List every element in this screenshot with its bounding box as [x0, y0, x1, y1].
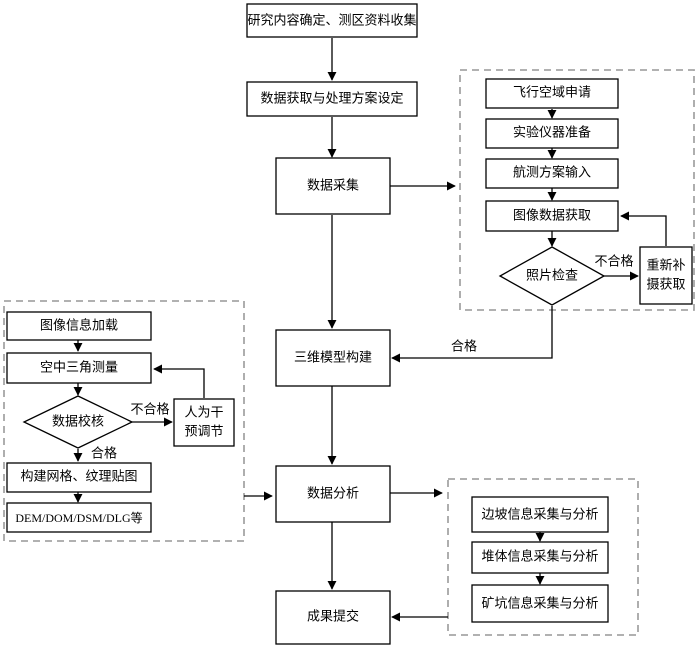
airspace-label: 飞行空域申请	[513, 86, 591, 101]
retake-label-line1: 重新补	[646, 258, 685, 274]
submit-box: 成果提交	[275, 590, 391, 645]
model-box: 三维模型构建	[275, 329, 391, 387]
pit-label: 矿坑信息采集与分析	[481, 596, 598, 612]
manual-label-line2: 预调节	[184, 425, 223, 440]
instrument-label: 实验仪器准备	[513, 125, 591, 141]
check-fail-label: 不合格	[594, 254, 633, 270]
retake-label-line2: 摄获取	[646, 278, 685, 293]
flightplan-label: 航测方案输入	[513, 165, 591, 181]
model-label: 三维模型构建	[294, 351, 372, 366]
airspace-box: 飞行空域申请	[485, 78, 619, 109]
research-box: 研究内容确定、测区资料收集	[246, 3, 418, 38]
pit-box: 矿坑信息采集与分析	[471, 584, 609, 623]
aero-box: 空中三角测量	[6, 352, 152, 384]
mesh-box: 构建网格、纹理贴图	[6, 462, 152, 493]
plan-box: 数据获取与处理方案设定	[246, 81, 418, 117]
analysis-label: 数据分析	[307, 487, 359, 502]
image-box: 图像数据获取	[485, 200, 619, 232]
research-label: 研究内容确定、测区资料收集	[247, 13, 416, 29]
verify-pass-label: 合格	[91, 446, 117, 462]
analysis-box: 数据分析	[275, 465, 391, 523]
connectors	[73, 38, 667, 622]
retake-box: 重新补 摄获取	[639, 246, 693, 305]
slope-label: 边坡信息采集与分析	[481, 507, 598, 523]
arrow-manual-to-aero	[153, 364, 205, 398]
flightplan-box: 航测方案输入	[485, 158, 619, 189]
check-diamond: 照片检查	[498, 246, 606, 306]
collect-box: 数据采集	[275, 157, 391, 215]
acquisition-group	[459, 69, 695, 311]
aero-label: 空中三角测量	[40, 361, 118, 376]
arrow-retake-to-image	[620, 211, 667, 246]
manual-box: 人为干 预调节	[173, 398, 235, 447]
verify-label: 数据校核	[52, 414, 104, 430]
stockpile-label: 堆体信息采集与分析	[481, 549, 598, 565]
mesh-label: 构建网格、纹理贴图	[20, 469, 137, 485]
load-box: 图像信息加载	[6, 311, 152, 341]
verify-fail-label: 不合格	[130, 402, 169, 418]
arrow-check-pass-to-model	[391, 306, 553, 363]
stockpile-box: 堆体信息采集与分析	[471, 541, 609, 574]
analysis-group-frame	[447, 478, 639, 636]
manual-label-line1: 人为干	[184, 406, 223, 421]
image-label: 图像数据获取	[513, 209, 591, 224]
check-label: 照片检查	[526, 269, 578, 284]
plan-label: 数据获取与处理方案设定	[260, 91, 403, 107]
submit-label: 成果提交	[307, 609, 359, 625]
products-label: DEM/DOM/DSM/DLG等	[15, 511, 142, 525]
processing-group	[3, 300, 245, 542]
load-label: 图像信息加载	[40, 318, 118, 334]
verify-diamond: 数据校核	[22, 395, 134, 449]
products-box: DEM/DOM/DSM/DLG等	[6, 502, 152, 533]
collect-label: 数据采集	[307, 178, 359, 194]
instrument-box: 实验仪器准备	[485, 118, 619, 149]
slope-box: 边坡信息采集与分析	[471, 496, 609, 533]
check-pass-label: 合格	[451, 339, 477, 355]
